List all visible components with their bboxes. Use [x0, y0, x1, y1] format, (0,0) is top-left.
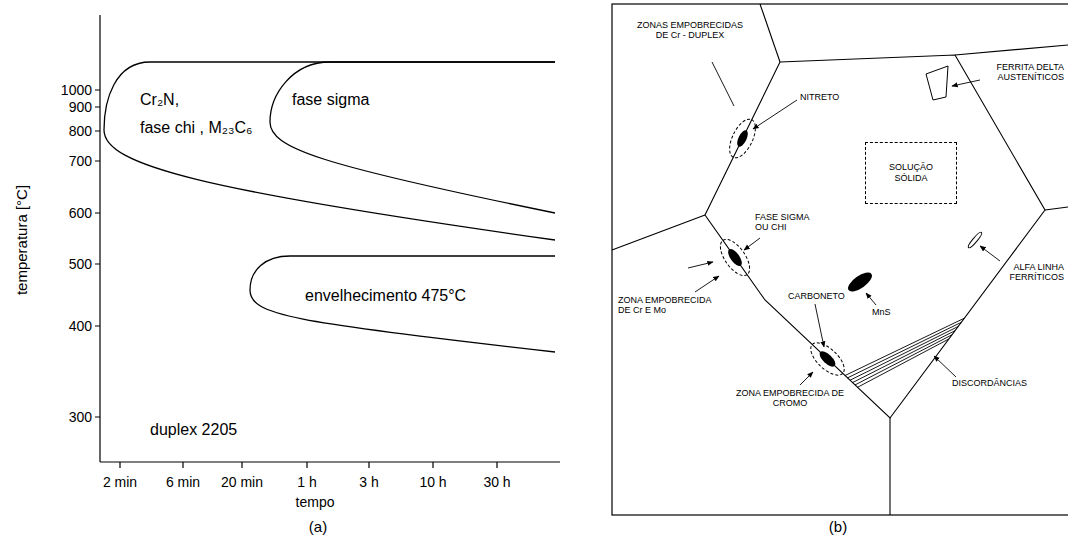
callout-label: FERRITA DELTA AUSTENÍTICOS	[974, 62, 1064, 83]
callout-label: MnS	[872, 307, 891, 317]
y-axis	[99, 15, 100, 462]
dislocation-line	[845, 318, 964, 375]
axis-tick-label: 800	[69, 123, 92, 139]
leader-arrow	[753, 100, 797, 129]
axis-tick-label: 10 h	[419, 474, 446, 490]
dislocation-line	[850, 326, 958, 380]
grain-boundary	[760, 4, 780, 62]
axis-title: tempo	[296, 494, 335, 510]
nitride	[735, 129, 750, 149]
axis-tick-label: 20 min	[221, 474, 263, 490]
x-axis	[100, 461, 560, 462]
leader-lines	[688, 62, 1000, 385]
axis-tick-label: 900	[69, 99, 92, 115]
callout-label: FASE SIGMA OU CHI	[755, 212, 825, 233]
leader-arrow	[744, 238, 760, 250]
axis-tick-label: 1 h	[297, 474, 316, 490]
axis-tick-label: 6 min	[166, 474, 200, 490]
axis-tick-label: 700	[69, 153, 92, 169]
grain-boundary	[1045, 207, 1068, 210]
panel-frame	[612, 4, 1068, 515]
grain-boundaries	[612, 4, 1068, 515]
leader-arrow	[934, 356, 956, 377]
callout-label: ZONAS EMPOBRECIDAS DE Cr - DUPLEX	[634, 20, 746, 41]
axis-title: temperatura [°C]	[13, 185, 30, 295]
precipitation-curve	[104, 62, 555, 240]
region-label: fase sigma	[292, 91, 369, 109]
leader-arrow	[866, 293, 876, 305]
axis-tick-label: 300	[69, 409, 92, 425]
grain-boundary	[889, 418, 890, 515]
chart-axes	[95, 15, 560, 468]
mns-inclusion	[845, 269, 875, 295]
dislocations	[845, 318, 964, 387]
depleted-zone	[805, 337, 849, 380]
callout-label: NITRETO	[800, 92, 839, 102]
leader-line	[712, 62, 734, 106]
grain-boundary	[955, 45, 1068, 55]
sigma-curve	[270, 62, 555, 213]
leader-arrow	[952, 80, 980, 86]
callout-label: ZONA EMPOBRECIDA DE CROMO	[735, 388, 845, 409]
region-label: envelhecimento 475°C	[305, 287, 466, 305]
panel-label: (b)	[829, 518, 847, 535]
leader-arrow	[688, 262, 713, 268]
leader-arrow	[980, 246, 1000, 261]
x-ticks	[120, 462, 497, 468]
ttt-curves	[104, 62, 555, 352]
callout-label: DISCORDÂNCIAS	[952, 378, 1027, 388]
alloy-label: duplex 2205	[150, 421, 237, 439]
y-ticks	[95, 90, 100, 417]
axis-tick-label: 2 min	[103, 474, 137, 490]
axis-tick-label: 500	[69, 256, 92, 272]
delta-ferrite	[926, 66, 948, 100]
dislocation-line	[848, 322, 962, 378]
region-label: SOLUÇÃO SÓLIDA	[880, 162, 942, 184]
axis-tick-label: 600	[69, 205, 92, 221]
callout-label: ALFA LINHA FERRÍTICOS	[994, 262, 1064, 283]
axis-tick-label: 30 h	[483, 474, 510, 490]
dislocation-line	[853, 331, 956, 383]
leader-arrow	[695, 276, 719, 292]
axis-tick-label: 400	[69, 318, 92, 334]
axis-tick-label: 1000	[61, 82, 92, 98]
region-label: Cr₂N,	[140, 91, 179, 109]
precipitates	[715, 66, 983, 381]
region-label: fase chi , M₂₃C₆	[140, 119, 253, 137]
callout-label: CARBONETO	[788, 291, 845, 301]
dashed-region-box: SOLUÇÃO SÓLIDA	[865, 142, 957, 204]
leader-arrow	[815, 304, 824, 347]
axis-tick-label: 3 h	[359, 474, 378, 490]
grain-outline	[705, 55, 1045, 418]
depleted-zone	[715, 235, 756, 281]
leader-arrow	[800, 372, 813, 385]
aging-curve	[250, 256, 555, 352]
depleted-zone	[724, 115, 760, 162]
callout-label: ZONA EMPOBRECIDA DE Cr E Mo	[618, 295, 723, 316]
panel-label: (a)	[309, 518, 327, 535]
grain-boundary	[612, 215, 705, 250]
